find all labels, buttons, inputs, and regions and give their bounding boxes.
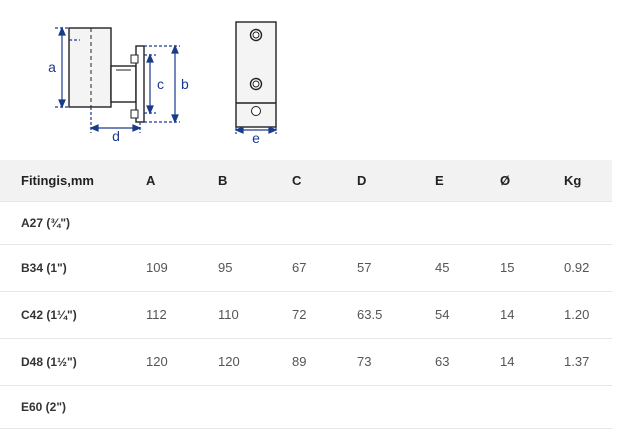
dim-label-d: d xyxy=(112,128,120,144)
side-view xyxy=(68,27,145,123)
cell-a: 112 xyxy=(146,307,167,322)
header-a: A xyxy=(146,172,156,188)
front-view xyxy=(235,21,277,128)
cell-d: 63.5 xyxy=(357,307,383,322)
cell-e: 63 xyxy=(435,354,450,369)
dim-label-a: a xyxy=(48,59,56,75)
cell-kg: 1.20 xyxy=(564,307,590,322)
cell-kg: 0.92 xyxy=(564,260,590,275)
cell-diameter: 14 xyxy=(500,307,515,322)
header-fitting: Fitingis,mm xyxy=(21,172,94,188)
table-row: A27 (¾") xyxy=(0,201,612,244)
fitting-name: E60 (2") xyxy=(21,399,67,414)
table-header-row: Fitingis,mm A B C D E Ø Kg xyxy=(0,160,612,201)
cell-diameter: 15 xyxy=(500,260,515,275)
cell-d: 73 xyxy=(357,354,372,369)
cell-c: 72 xyxy=(292,307,307,322)
table-row: D48 (1½") 120 120 89 73 63 14 1.37 xyxy=(0,338,612,385)
fitting-name: B34 (1") xyxy=(21,260,67,275)
table-row: C42 (1¼") 112 110 72 63.5 54 14 1.20 xyxy=(0,291,612,338)
header-d: D xyxy=(357,172,367,188)
cell-e: 54 xyxy=(435,307,450,322)
cell-a: 109 xyxy=(146,260,168,275)
cell-c: 89 xyxy=(292,354,307,369)
table-row: E60 (2") xyxy=(0,385,612,428)
dim-label-b: b xyxy=(181,76,189,92)
cell-c: 67 xyxy=(292,260,307,275)
cell-d: 57 xyxy=(357,260,372,275)
fitting-name: D48 (1½") xyxy=(21,354,77,369)
cell-a: 120 xyxy=(146,354,168,369)
cell-b: 95 xyxy=(218,260,233,275)
technical-drawing: a b c d e xyxy=(0,0,620,160)
dim-label-e: e xyxy=(252,130,260,146)
dim-label-c: c xyxy=(157,76,164,92)
fitting-name: A27 (¾") xyxy=(21,215,71,230)
cell-e: 45 xyxy=(435,260,450,275)
header-diameter: Ø xyxy=(500,172,511,188)
specification-table: Fitingis,mm A B C D E Ø Kg A27 (¾") B34 … xyxy=(0,160,612,429)
header-kg: Kg xyxy=(564,172,582,188)
header-e: E xyxy=(435,172,444,188)
dimension-e xyxy=(234,126,278,134)
cell-kg: 1.37 xyxy=(564,354,590,369)
cell-b: 120 xyxy=(218,354,240,369)
dimension-lines xyxy=(55,26,180,133)
cell-diameter: 14 xyxy=(500,354,515,369)
fitting-diagram: a b c d e xyxy=(48,21,278,146)
table-row: B34 (1") 109 95 67 57 45 15 0.92 xyxy=(0,244,612,291)
header-c: C xyxy=(292,172,302,188)
cell-b: 110 xyxy=(218,307,239,322)
header-b: B xyxy=(218,172,228,188)
fitting-name: C42 (1¼") xyxy=(21,307,77,322)
